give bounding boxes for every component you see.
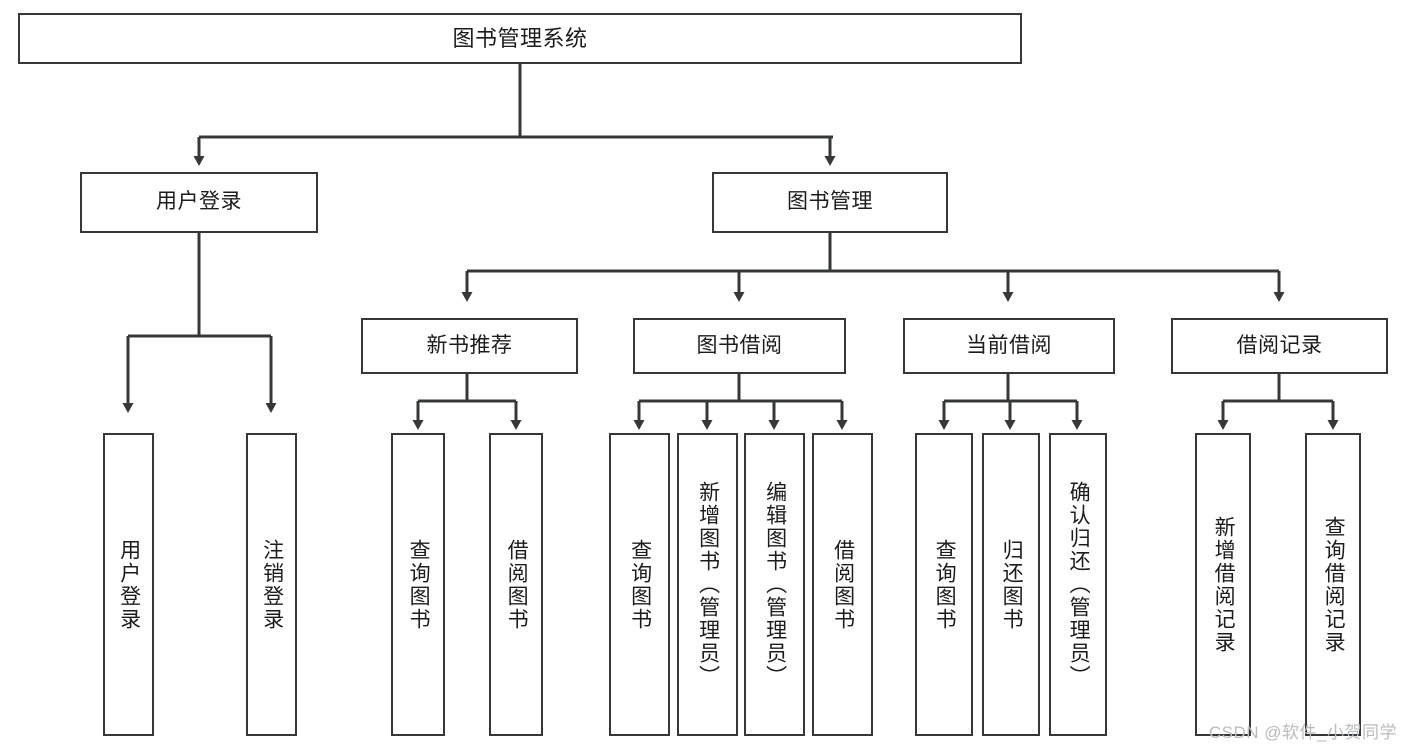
leaf-borrow-record-query-label: 查询借阅记录 (1322, 515, 1346, 654)
leaf-book-borrow-query[interactable]: 查询图书 (609, 433, 670, 736)
leaf-borrow-record-query[interactable]: 查询借阅记录 (1305, 433, 1361, 736)
node-borrow-record[interactable]: 借阅记录 (1171, 318, 1388, 374)
leaf-book-borrow-query-label: 查询图书 (628, 538, 652, 631)
leaf-borrow-record-add-label: 新增借阅记录 (1212, 515, 1236, 654)
leaf-user-login-logout-label: 注销登录 (260, 538, 284, 631)
node-user-login-label: 用户登录 (156, 190, 242, 214)
leaf-book-borrow-edit[interactable]: 编辑图书（管理员） (744, 433, 805, 736)
node-new-book-recommend-label: 新书推荐 (426, 333, 513, 357)
node-new-book-recommend[interactable]: 新书推荐 (361, 318, 578, 374)
leaf-book-borrow-add-label: 新增图书（管理员） (696, 481, 720, 688)
leaf-user-login-login[interactable]: 用户登录 (103, 433, 154, 736)
node-book-borrow[interactable]: 图书借阅 (633, 318, 846, 374)
leaf-new-book-query-label: 查询图书 (407, 538, 431, 631)
leaf-book-borrow-lend-label: 借阅图书 (831, 538, 855, 631)
leaf-book-borrow-edit-label: 编辑图书（管理员） (763, 481, 787, 688)
node-book-management-label: 图书管理 (787, 190, 873, 214)
leaf-current-borrow-return-label: 归还图书 (1000, 538, 1024, 631)
leaf-current-borrow-query[interactable]: 查询图书 (915, 433, 973, 736)
leaf-current-borrow-return[interactable]: 归还图书 (982, 433, 1040, 736)
leaf-user-login-login-label: 用户登录 (117, 538, 141, 631)
leaf-new-book-borrow-label: 借阅图书 (505, 538, 529, 631)
node-book-borrow-label: 图书借阅 (696, 333, 783, 357)
leaf-book-borrow-add[interactable]: 新增图书（管理员） (677, 433, 738, 736)
leaf-new-book-borrow[interactable]: 借阅图书 (489, 433, 543, 736)
node-current-borrow-label: 当前借阅 (966, 333, 1052, 357)
node-borrow-record-label: 借阅记录 (1236, 333, 1323, 357)
node-root-system[interactable]: 图书管理系统 (18, 13, 1022, 64)
csdn-watermark: CSDN @软件_小贺同学 (1208, 723, 1397, 742)
node-root-label: 图书管理系统 (452, 25, 588, 51)
leaf-current-borrow-confirm[interactable]: 确认归还（管理员） (1049, 433, 1107, 736)
node-book-management[interactable]: 图书管理 (712, 172, 948, 233)
leaf-user-login-logout[interactable]: 注销登录 (246, 433, 297, 736)
leaf-book-borrow-lend[interactable]: 借阅图书 (812, 433, 873, 736)
leaf-current-borrow-confirm-label: 确认归还（管理员） (1067, 481, 1091, 688)
node-user-login[interactable]: 用户登录 (80, 172, 318, 233)
node-current-borrow[interactable]: 当前借阅 (903, 318, 1115, 374)
leaf-borrow-record-add[interactable]: 新增借阅记录 (1195, 433, 1251, 736)
leaf-current-borrow-query-label: 查询图书 (933, 538, 957, 631)
leaf-new-book-query[interactable]: 查询图书 (391, 433, 445, 736)
